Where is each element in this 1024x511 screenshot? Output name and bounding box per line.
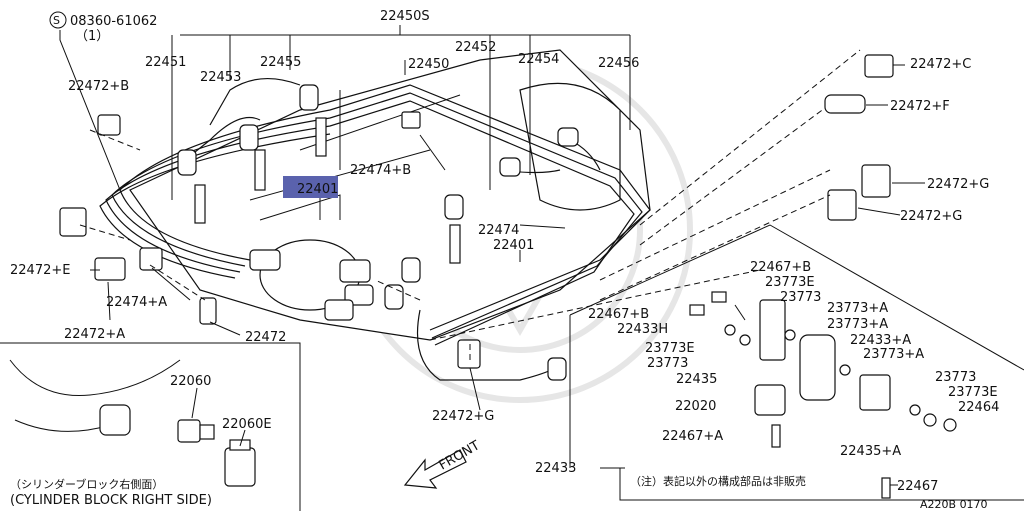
screw-quantity: （1） [75,29,109,44]
part-label[interactable]: 22472+G [432,409,494,424]
part-label[interactable]: 22474+A [106,295,167,310]
sensor-boss [99,404,131,436]
svg-text:S: S [53,14,60,27]
part-label[interactable]: 22455 [260,55,301,70]
part-label[interactable]: 22472+G [927,177,989,192]
part-label[interactable]: 23773+A [863,347,924,362]
part-label[interactable]: 22472 [245,330,286,345]
part-label[interactable]: 22452 [455,40,496,55]
diagram-code: A220B 0170 [920,498,988,511]
part-label[interactable]: 22472+E [10,263,70,278]
part-label[interactable]: 22472+B [68,79,129,94]
distributor [249,239,374,321]
part-label[interactable]: 22450 [408,57,449,72]
part-label[interactable]: 22467+A [662,429,723,444]
leader-lines [59,25,925,486]
part-label[interactable]: 22020 [675,399,716,414]
part-labels: 22450S 22451 22453 22455 22450 22452 224… [10,9,999,494]
part-label[interactable]: 22472+G [900,209,962,224]
front-arrow-icon [403,449,467,489]
part-label[interactable]: 22472+A [64,327,125,342]
part-label-highlighted[interactable]: 22401 [297,182,338,197]
sensor-22060 [177,419,215,443]
part-label[interactable]: 23773 [780,290,821,305]
front-label: FRONT [437,438,483,473]
part-label[interactable]: 23773E [948,385,998,400]
spark-plug-boots [177,84,579,381]
part-label[interactable]: 22060E [222,417,272,432]
note-text: （注）表記以外の構成部品は非販売 [630,474,806,488]
part-label[interactable]: 23773 [935,370,976,385]
part-label[interactable]: 22472+F [890,99,950,114]
part-label[interactable]: 22456 [598,56,639,71]
connector-22060e [224,439,256,487]
part-label[interactable]: 23773E [645,341,695,356]
part-label[interactable]: 22451 [145,55,186,70]
inset-caption-jp: （シリンダーブロック右側面） [10,477,163,491]
exploded-view-lines [79,49,861,360]
screw-symbol-icon: S [49,11,67,29]
highlight-box [283,176,338,198]
part-label[interactable]: 22467+B [750,260,811,275]
part-label[interactable]: 22435 [676,372,717,387]
part-label[interactable]: 22467 [897,479,938,494]
part-label[interactable]: 22450S [380,9,430,24]
callout-box-edge [569,224,1024,371]
part-label[interactable]: 23773 [647,356,688,371]
part-label[interactable]: 22474 [478,223,519,238]
cylinder-block-inset [0,342,301,511]
part-label[interactable]: 23773+A [827,317,888,332]
ignition-coil-assembly [689,291,957,499]
part-label[interactable]: 22454 [518,52,559,67]
part-label[interactable]: 22433+A [850,333,911,348]
part-label[interactable]: 22474+B [350,163,411,178]
spark-plugs [194,117,461,264]
part-label[interactable]: 23773E [765,275,815,290]
inset-caption-en: (CYLINDER BLOCK RIGHT SIDE) [10,493,212,508]
part-label[interactable]: 22433H [617,322,668,337]
part-label[interactable]: 22472+C [910,57,971,72]
part-label[interactable]: 22435+A [840,444,901,459]
part-label[interactable]: 22453 [200,70,241,85]
screw-part-number[interactable]: 08360-61062 [70,14,157,29]
lead-clips [59,54,894,369]
callout-box-bottom [619,468,1024,501]
part-label[interactable]: 22464 [958,400,999,415]
part-label[interactable]: 22060 [170,374,211,389]
part-label[interactable]: 22433 [535,461,576,476]
part-label[interactable]: 22467+B [588,307,649,322]
part-label[interactable]: 23773+A [827,301,888,316]
part-label[interactable]: 22401 [493,238,534,253]
